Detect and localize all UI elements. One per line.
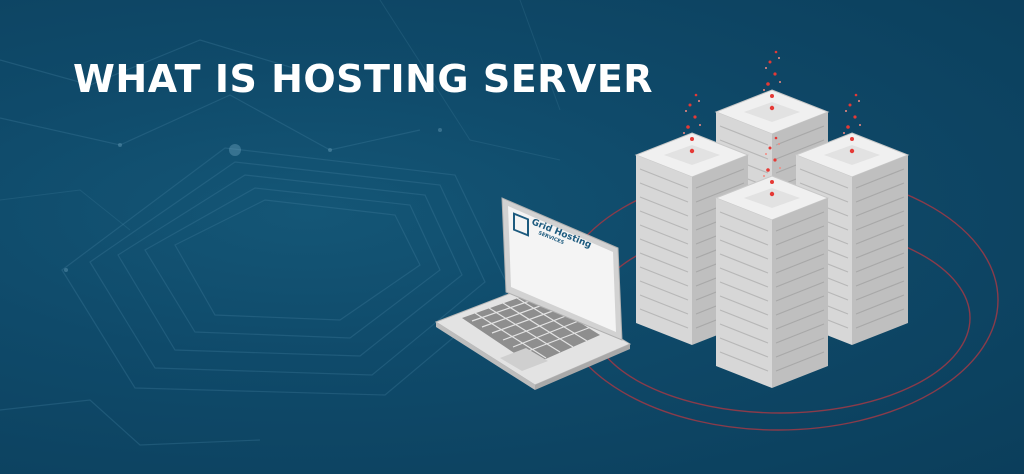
brand-logo-icon [513,212,529,237]
laptop-icon: Grid Hosting SERVICES [434,197,632,390]
page-title: WHAT IS HOSTING SERVER [73,57,654,101]
